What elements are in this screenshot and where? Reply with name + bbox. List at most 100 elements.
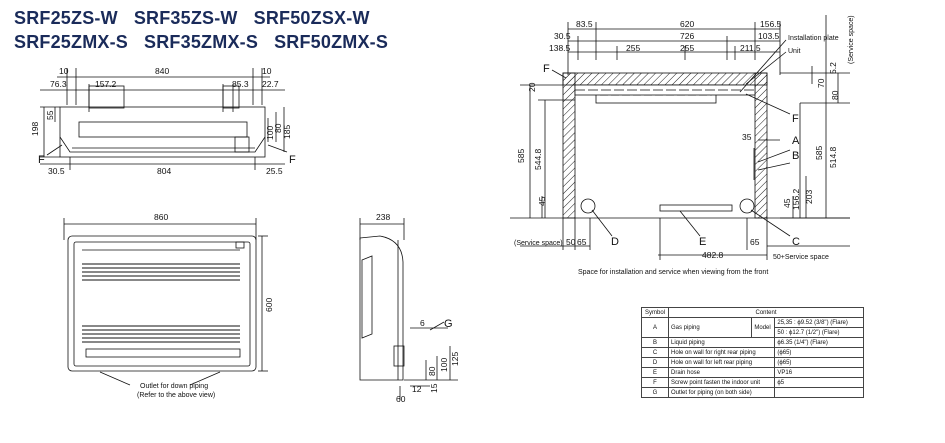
- dim-585: 585: [814, 146, 824, 160]
- dim-255: 255: [680, 43, 694, 53]
- note-refer-above: (Refer to the above view): [137, 392, 215, 399]
- top-view-dimensions: 10 840 10 76.3 157.2 85.3 22.7 198 55 10…: [30, 66, 296, 176]
- label-f: F: [543, 63, 550, 75]
- dim-211-5: 211.5: [740, 43, 761, 53]
- dim-482-8: 482.8: [702, 250, 724, 260]
- dim-100: 100: [439, 358, 449, 372]
- row-symbol: E: [641, 367, 669, 378]
- dim-45: 45: [537, 196, 547, 206]
- dim-70: 70: [816, 78, 826, 88]
- dim-10: 10: [59, 66, 69, 76]
- dim-30-5: 30.5: [554, 31, 571, 41]
- dim-60: 60: [396, 394, 406, 404]
- row-content: Hole on wall for right rear piping: [667, 347, 776, 358]
- table-row: B Liquid piping ϕ6.35 (1/4") (Flare): [641, 337, 864, 348]
- row-value: 25,35 : ϕ9.52 (3/8") (Flare): [774, 317, 864, 328]
- dim-20: 20: [527, 82, 537, 92]
- dim-138-5: 138.5: [549, 43, 571, 53]
- dim-65: 65: [577, 237, 587, 247]
- row-content: Screw point fasten the indoor unit: [667, 377, 776, 388]
- row-symbol: F: [641, 377, 669, 388]
- label-g: G: [444, 318, 453, 330]
- dim-125: 125: [450, 352, 460, 366]
- top-view: [40, 68, 288, 170]
- row-content: Liquid piping: [667, 337, 776, 348]
- model-name: SRF35ZMX-S: [144, 32, 259, 52]
- dim-544-8: 544.8: [533, 148, 543, 170]
- dim-12: 12: [412, 384, 422, 394]
- dim-50: 50: [566, 237, 576, 247]
- dim-80: 80: [427, 366, 437, 376]
- header-symbol: Symbol: [641, 307, 669, 318]
- row-value: (ϕ65): [774, 347, 864, 358]
- row-value: ϕ6.35 (1/4") (Flare): [774, 337, 864, 348]
- dim-238: 238: [376, 212, 390, 222]
- dim-514-8: 514.8: [828, 146, 838, 168]
- row-symbol: G: [641, 387, 669, 398]
- label-service-space-right: (Service space): [848, 15, 855, 64]
- dim-620: 620: [680, 19, 694, 29]
- row-content: Outlet for piping (on both side): [667, 387, 776, 398]
- dim-156-2: 156.2: [791, 188, 801, 210]
- dim-76-3: 76.3: [50, 79, 67, 89]
- dim-198: 198: [30, 122, 40, 136]
- row-content: Hole on wall for left rear piping: [667, 357, 776, 368]
- dim-22-7: 22.7: [262, 79, 279, 89]
- front-view-dimensions: 860 600 Outlet for down piping (Refer to…: [137, 212, 274, 399]
- table-row: E Drain hose VP16: [641, 367, 864, 378]
- installation-space-dimensions: 83.5 620 156.5 30.5 726 103.5 138.5 255 …: [514, 15, 855, 276]
- dim-203: 203: [804, 190, 814, 204]
- dim-80: 80: [830, 90, 840, 100]
- dim-30-5: 30.5: [48, 166, 65, 176]
- row-value: [774, 387, 864, 398]
- symbol-table: Symbol Content A Gas piping Model 25,35 …: [641, 307, 864, 398]
- table-row: F Screw point fasten the indoor unit ϕ5: [641, 377, 864, 388]
- row-content: Gas piping: [667, 317, 753, 338]
- label-b: B: [792, 150, 799, 162]
- table-row: C Hole on wall for right rear piping (ϕ6…: [641, 347, 864, 358]
- dim-726: 726: [680, 31, 694, 41]
- side-view: [359, 218, 458, 400]
- label-d: D: [611, 236, 619, 248]
- row-value: VP16: [774, 367, 864, 378]
- note-down-piping: Outlet for down piping: [140, 383, 208, 390]
- label-service-space-left: (Service space): [514, 240, 563, 247]
- label-a: A: [792, 135, 800, 147]
- dim-600: 600: [264, 298, 274, 312]
- dim-45: 45: [782, 198, 792, 208]
- label-e: E: [699, 236, 706, 248]
- dim-100: 100: [265, 126, 275, 140]
- model-name: SRF35ZS-W: [133, 8, 238, 28]
- dim-860: 860: [154, 212, 168, 222]
- label-unit: Unit: [788, 48, 801, 55]
- dim-6: 6: [420, 318, 425, 328]
- dim-156-5: 156.5: [760, 19, 782, 29]
- dim-157-2: 157.2: [95, 79, 117, 89]
- row-symbol: A: [641, 317, 669, 338]
- row-content: Drain hose: [667, 367, 776, 378]
- dim-35: 35: [742, 132, 752, 142]
- installation-caption: Space for installation and service when …: [578, 269, 768, 276]
- dim-185: 185: [282, 125, 292, 139]
- row-symbol: C: [641, 347, 669, 358]
- header-content: Content: [668, 307, 864, 318]
- dim-804: 804: [157, 166, 171, 176]
- dim-15: 15: [429, 383, 439, 393]
- row-value: 50 : ϕ12.7 (1/2") (Flare): [774, 327, 864, 338]
- dim-10: 10: [262, 66, 272, 76]
- dim-85-3: 85.3: [232, 79, 249, 89]
- row-model: Model: [751, 317, 776, 338]
- dim-55: 55: [45, 110, 55, 120]
- dim-840: 840: [155, 66, 169, 76]
- table-row: A Gas piping Model 25,35 : ϕ9.52 (3/8") …: [641, 317, 864, 338]
- model-name: SRF50ZMX-S: [274, 32, 389, 52]
- dim-80: 80: [273, 123, 283, 133]
- side-view-dimensions: 238 6 80 100 125 12 15 60 G: [376, 212, 460, 404]
- row-value: ϕ5: [774, 377, 864, 388]
- row-symbol: D: [641, 357, 669, 368]
- row-value: (ϕ65): [774, 357, 864, 368]
